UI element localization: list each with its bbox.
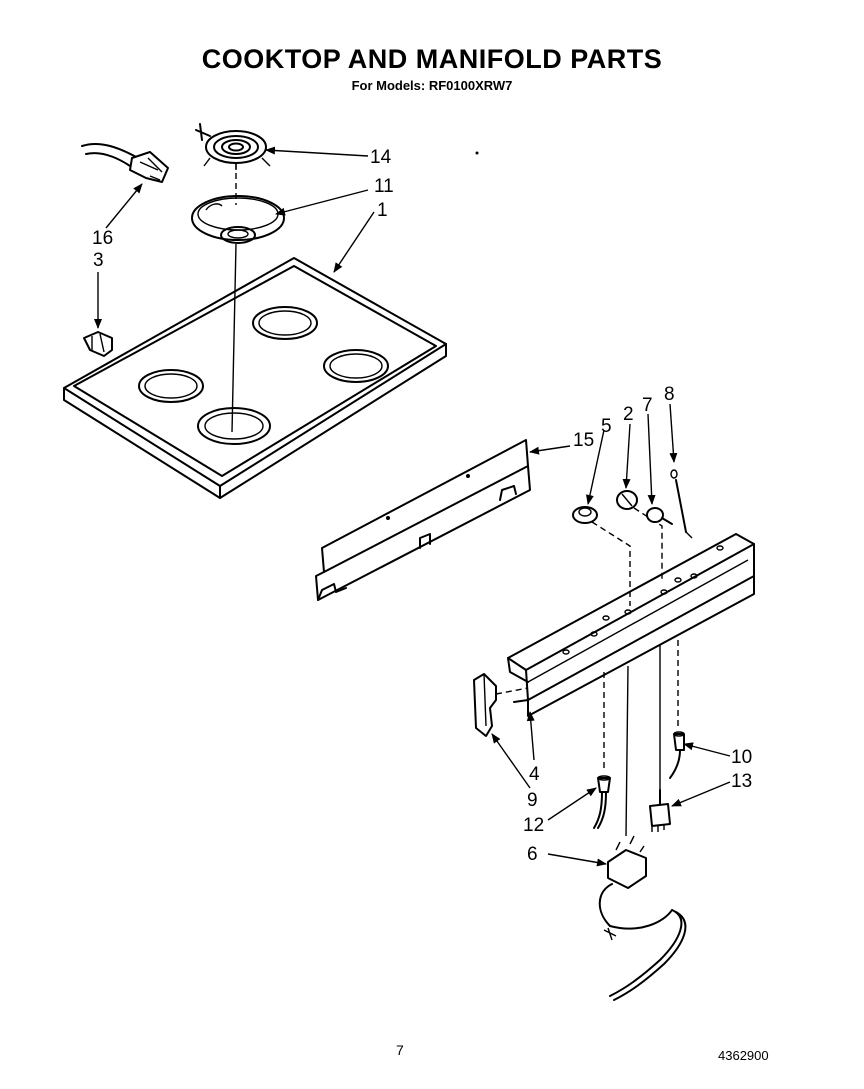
part-16-terminal-block	[81, 142, 169, 183]
part-6-infinite-switch	[598, 835, 687, 1001]
leader-13	[671, 781, 731, 807]
leader-6	[547, 853, 607, 867]
callout-13: 13	[731, 771, 752, 792]
callout-4: 4	[529, 764, 540, 785]
part-12-socket	[593, 775, 611, 829]
leader-16	[105, 183, 143, 229]
callout-10: 10	[731, 747, 752, 768]
part-1-cooktop	[63, 257, 447, 499]
leader-12	[547, 787, 597, 821]
leader-8	[669, 403, 678, 463]
part-13-switch	[649, 789, 671, 832]
callout-16: 16	[92, 228, 113, 249]
callout-12: 12	[523, 815, 544, 836]
callout-11: 11	[374, 176, 394, 197]
leader-1	[333, 211, 375, 273]
leader-2	[622, 423, 631, 489]
centerline-lower	[231, 243, 237, 433]
leader-7	[647, 413, 656, 505]
leader-10	[683, 742, 731, 757]
diagram-title: COOKTOP AND MANIFOLD PARTS	[201, 44, 663, 74]
document-code: 4362900	[718, 1048, 769, 1063]
callout-6: 6	[527, 844, 538, 865]
leader-9	[491, 733, 531, 789]
callout-9: 9	[527, 790, 538, 811]
part-5-knob	[572, 506, 631, 606]
part-10-socket	[669, 731, 685, 779]
leader-11	[275, 189, 369, 216]
callout-5: 5	[601, 416, 612, 437]
callout-8: 8	[664, 384, 675, 405]
leader-14	[265, 146, 369, 157]
part-11-drip-bowl	[191, 195, 285, 244]
callout-2: 2	[623, 404, 634, 425]
part-15-manifold-panel	[315, 439, 531, 601]
part-3-bracket	[83, 331, 113, 357]
part-14-surface-element	[195, 123, 271, 170]
part-2-knob	[616, 490, 663, 582]
page-number: 7	[396, 1042, 404, 1058]
model-subtitle: For Models: RF0100XRW7	[351, 78, 513, 93]
guide-6	[625, 665, 629, 837]
callout-1: 1	[377, 200, 388, 221]
stray-mark	[475, 151, 479, 155]
part-8-wire	[670, 469, 693, 539]
callout-14: 14	[370, 147, 392, 168]
part-7-screw	[646, 507, 673, 525]
part-4-manifold	[507, 533, 755, 717]
leader-15	[529, 445, 571, 455]
callout-7: 7	[642, 395, 653, 416]
callout-15: 15	[573, 430, 594, 451]
part-9-end-bracket	[473, 673, 529, 737]
leader-4	[526, 711, 535, 761]
callout-3: 3	[93, 250, 104, 271]
leader-5	[585, 429, 605, 505]
